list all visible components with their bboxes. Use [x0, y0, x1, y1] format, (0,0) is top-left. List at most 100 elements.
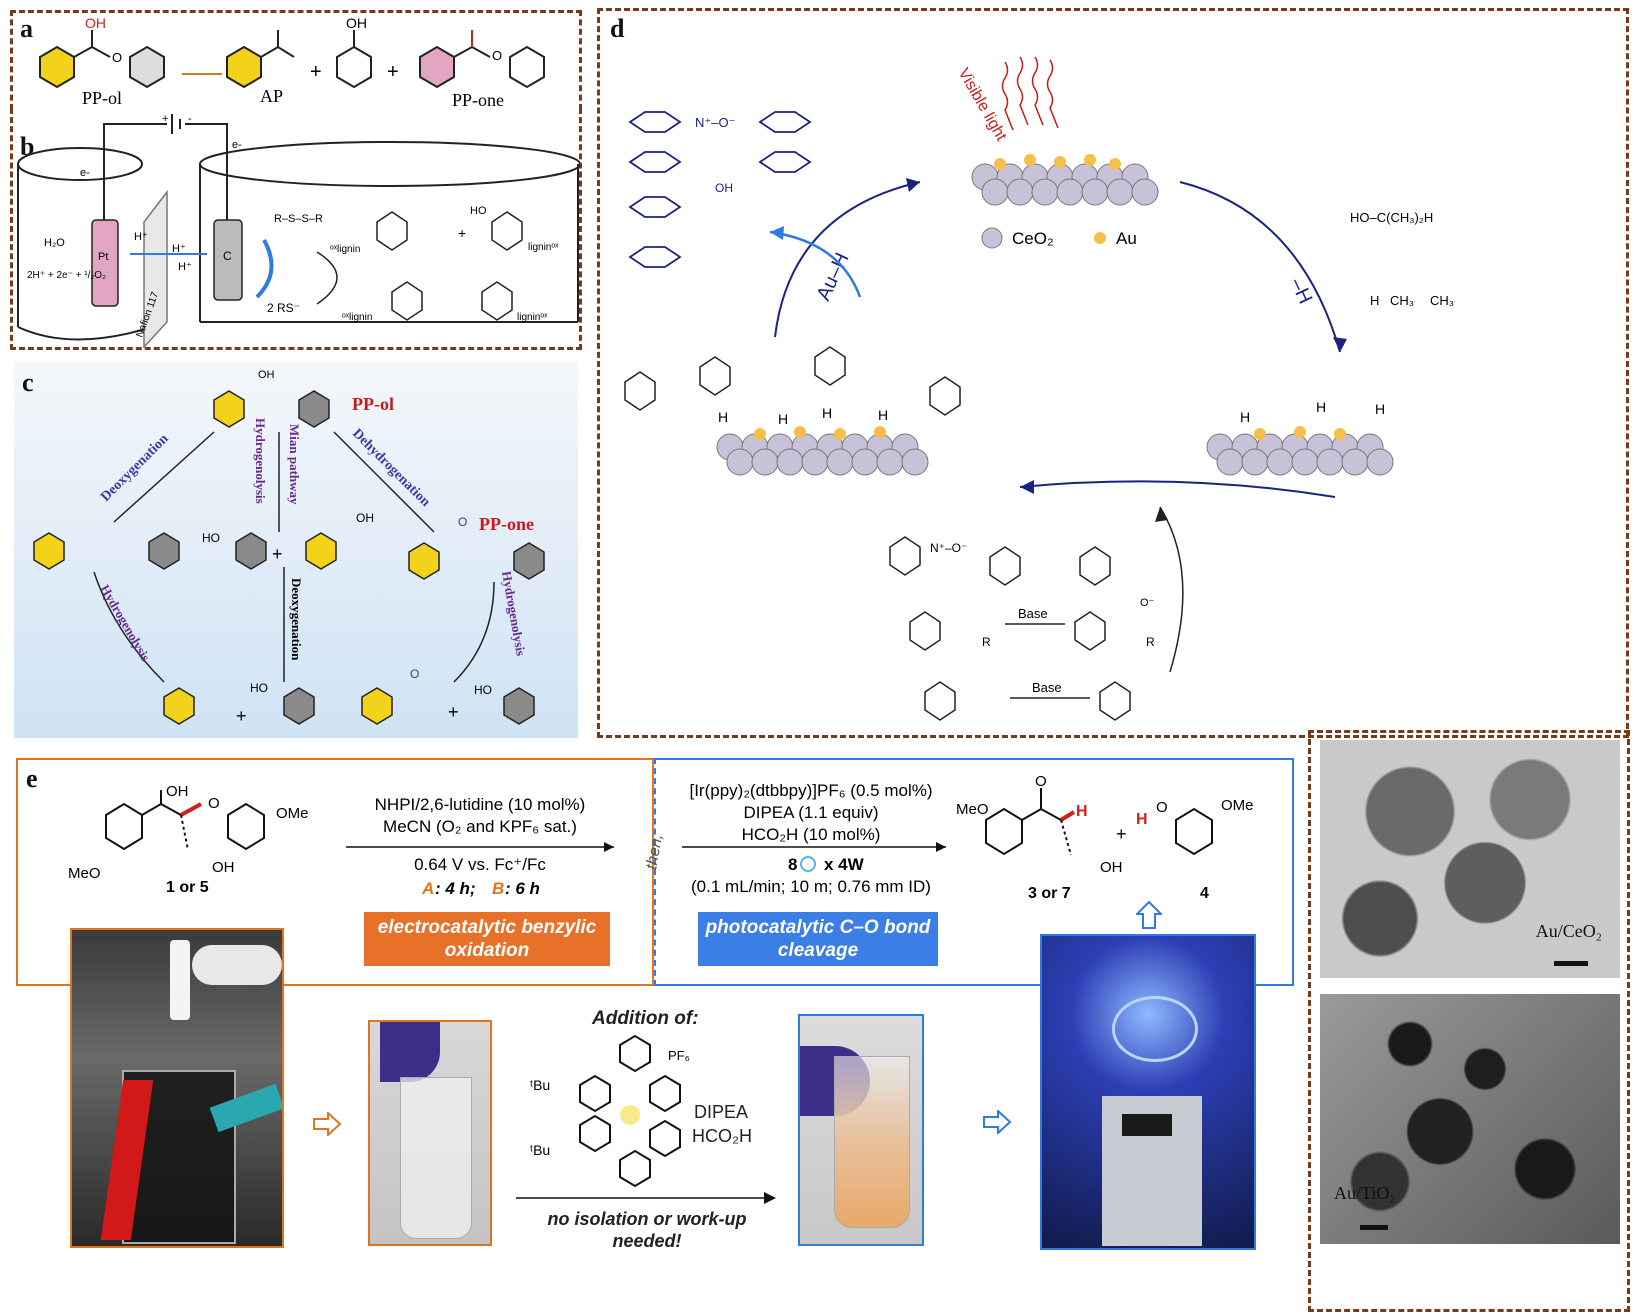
svg-text:O⁻: O⁻ [1140, 597, 1155, 609]
flow-reactor-photo [1040, 934, 1256, 1250]
svg-text:H: H [1240, 409, 1250, 425]
svg-text:HO: HO [474, 683, 492, 697]
svg-text:R: R [1146, 635, 1155, 649]
ceo2-slab-top [971, 154, 1159, 206]
svg-text:1 or 5: 1 or 5 [166, 879, 209, 896]
svg-text:: 6 h: : 6 h [505, 879, 540, 898]
svg-text:ᵒˣlignin: ᵒˣlignin [330, 244, 360, 255]
svg-text:PP-one: PP-one [479, 514, 534, 534]
svg-text:DIPEA (1.1 equiv): DIPEA (1.1 equiv) [743, 803, 878, 822]
svg-text:Deoxygenation: Deoxygenation [289, 578, 304, 661]
svg-text:HO: HO [250, 681, 268, 695]
scale-bar-1 [1554, 961, 1588, 966]
svg-text:Mian pathway: Mian pathway [287, 424, 302, 505]
svg-text:(0.1 mL/min; 10 m; 0.76 mm ID): (0.1 mL/min; 10 m; 0.76 mm ID) [691, 877, 931, 896]
svg-text:Base: Base [1032, 680, 1062, 695]
panel-d [597, 8, 1629, 738]
svg-text:3 or 7: 3 or 7 [1028, 885, 1071, 900]
svg-text:CH₃: CH₃ [1390, 293, 1414, 308]
svg-text:H: H [1136, 811, 1148, 828]
svg-text:Deoxygenation: Deoxygenation [98, 431, 171, 504]
svg-text:+: + [448, 702, 459, 722]
svg-text:OMe: OMe [276, 805, 309, 822]
svg-text:ᵒˣlignin: ᵒˣlignin [342, 312, 372, 323]
svg-text:PP-ol: PP-ol [352, 394, 394, 414]
dipea-label: DIPEA [694, 1102, 749, 1122]
svg-text:+: + [458, 225, 466, 241]
svg-text:ligninᵒˣ: ligninᵒˣ [517, 312, 548, 323]
svg-text:HO: HO [470, 205, 487, 217]
svg-text:H: H [1076, 803, 1088, 820]
panel-b [10, 108, 582, 350]
svg-text:O: O [208, 795, 220, 812]
svg-text:H: H [878, 407, 888, 423]
arrow-orange-1 [313, 1112, 342, 1136]
svg-text:: 4 h;: : 4 h; [435, 879, 476, 898]
panel-c [14, 362, 578, 738]
svg-text:O: O [458, 515, 467, 529]
svg-text:x 4W: x 4W [824, 855, 865, 874]
no-isolation-arrow [516, 1192, 776, 1204]
svg-text:MeO: MeO [68, 865, 101, 882]
svg-text:N⁺–O⁻: N⁺–O⁻ [695, 115, 735, 130]
svg-text:A: A [421, 879, 434, 898]
svg-text:OH: OH [258, 369, 275, 381]
products-left [628, 111, 812, 268]
svg-text:H: H [822, 405, 832, 421]
addition-label: Addition of: [592, 1008, 699, 1029]
ap-structure [226, 30, 295, 89]
svg-text:Visible light: Visible light [955, 66, 1010, 145]
svg-text:H⁺: H⁺ [172, 243, 186, 255]
product-3 [985, 788, 1076, 856]
svg-text:+: + [1116, 824, 1127, 844]
panel-e-blue-box [654, 758, 1294, 986]
tem-label-ceo2: Au/CeO₂ [1535, 921, 1602, 941]
svg-text:C: C [223, 249, 232, 263]
svg-text:AP: AP [260, 86, 283, 106]
svg-text:H: H [1375, 401, 1385, 417]
svg-text:+: + [272, 544, 283, 564]
svg-text:B: B [492, 879, 504, 898]
ir-catalyst-structure: ᵗBu ᵗBu PF₆ [530, 1034, 690, 1188]
svg-text:R: R [982, 635, 991, 649]
svg-text:PF₆: PF₆ [668, 1048, 690, 1063]
panel-a [10, 10, 582, 110]
svg-text:OH: OH [212, 859, 235, 876]
svg-text:NHPI/2,6-lutidine (10 mol%): NHPI/2,6-lutidine (10 mol%) [375, 795, 586, 814]
photocatalytic-badge: photocatalytic C–O bond cleavage [698, 912, 938, 966]
svg-text:CH₃: CH₃ [1430, 293, 1454, 308]
starting-material [105, 790, 265, 851]
svg-text:+: + [387, 61, 399, 83]
svg-text:MeO: MeO [956, 801, 989, 818]
svg-text:HCO₂H (10 mol%): HCO₂H (10 mol%) [742, 825, 881, 844]
svg-text:+: + [310, 61, 322, 83]
svg-text:ᵗBu: ᵗBu [530, 1142, 550, 1158]
svg-text:OH: OH [166, 783, 189, 800]
svg-text:H⁺: H⁺ [178, 261, 192, 273]
svg-text:4: 4 [1200, 885, 1209, 900]
svg-text:OH: OH [1100, 859, 1123, 876]
svg-text:2 RS⁻: 2 RS⁻ [267, 301, 300, 315]
svg-text:O: O [410, 667, 419, 681]
svg-text:H: H [778, 411, 788, 427]
panel-tem [1308, 730, 1630, 1312]
svg-text:CeO₂: CeO₂ [1012, 229, 1054, 248]
svg-text:H: H [718, 409, 728, 425]
svg-text:H: H [1370, 293, 1379, 308]
panel-b-cell: +- e- e- Nafion 117 Pt C H₂O 2H⁺ + 2e⁻ +… [17, 113, 580, 348]
svg-text:OH: OH [85, 15, 106, 31]
panel-c-scheme: OH PP-ol Deoxygenation Hydrogenolysis Mi… [33, 369, 545, 726]
svg-text:Pt: Pt [98, 251, 108, 263]
svg-text:R–S–S–R: R–S–S–R [274, 213, 323, 225]
no-isolation-label: no isolation or work-up needed! [547, 1209, 747, 1251]
svg-text:Base: Base [1018, 606, 1048, 621]
hco2h-label: HCO₂H [692, 1126, 752, 1146]
svg-text:OMe: OMe [1221, 797, 1254, 814]
panel-a-scheme: OH O PP-ol AP + OH + O PP-one [39, 15, 545, 110]
panel-e-orange-box [16, 758, 654, 986]
product-4 [1175, 807, 1213, 856]
svg-text:HO: HO [202, 531, 220, 545]
svg-text:PP-ol: PP-ol [82, 88, 122, 108]
svg-text:–H: –H [1285, 275, 1316, 307]
svg-text:+: + [162, 113, 168, 125]
